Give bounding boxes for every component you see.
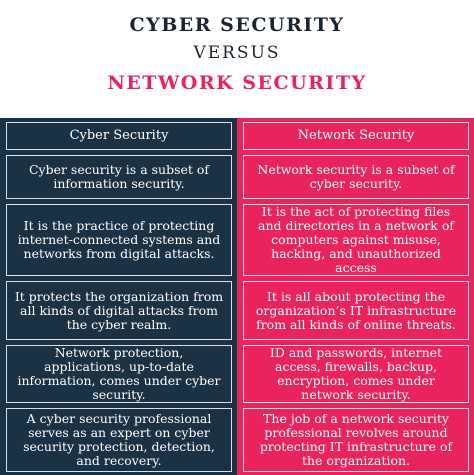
row-2-network: It is the act of protecting files and di…: [243, 204, 469, 276]
title-network-security: NETWORK SECURITY: [107, 72, 367, 94]
column-network-security: [237, 118, 474, 475]
title-block: CYBER SECURITY VERSUS NETWORK SECURITY: [0, 0, 474, 118]
header-network-security: Network Security: [243, 122, 469, 150]
row-1-network: Network security is a subset of cyber se…: [243, 155, 469, 199]
row-2-cyber: It is the practice of protecting interne…: [6, 204, 232, 276]
title-versus: VERSUS: [193, 43, 281, 63]
row-5-cyber: A cyber security professional serves as …: [6, 408, 232, 472]
row-3-cyber: It protects the organization from all ki…: [6, 281, 232, 340]
comparison-table: Cyber Security Network Security Cyber se…: [0, 118, 474, 475]
row-5-network: The job of a network security profession…: [243, 408, 469, 472]
row-1-cyber: Cyber security is a subset of informatio…: [6, 155, 232, 199]
column-cyber-security: [0, 118, 237, 475]
header-cyber-security: Cyber Security: [6, 122, 232, 150]
row-3-network: It is all about protecting the organizat…: [243, 281, 469, 340]
row-4-network: ID and passwords, internet access, firew…: [243, 345, 469, 403]
row-4-cyber: Network protection, applications, up-to-…: [6, 345, 232, 403]
title-cyber-security: CYBER SECURITY: [129, 14, 345, 36]
